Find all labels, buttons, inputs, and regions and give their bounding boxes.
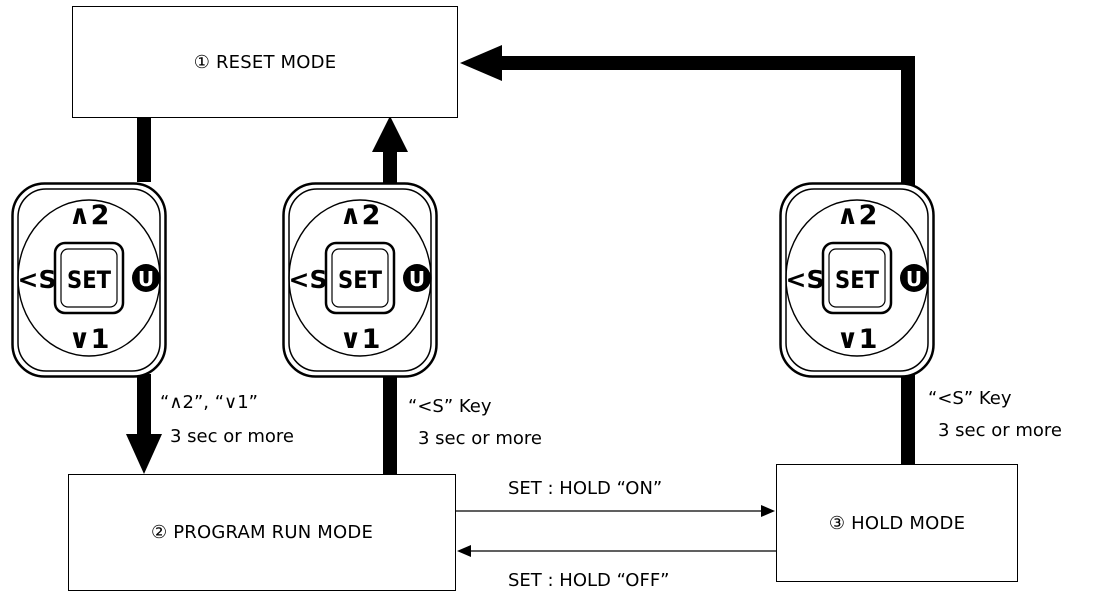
reset-to-run-arrowhead (126, 434, 162, 474)
u-key-label: U (409, 267, 425, 291)
run-to-reset-condition-line2: 3 sec or more (418, 428, 543, 449)
down-key-label[interactable]: ∨1 (340, 324, 381, 355)
hold-to-run-condition: SET : HOLD “OFF” (508, 570, 670, 591)
hold-to-reset-connector-vertical (901, 56, 915, 186)
hold-mode-label: ③ HOLD MODE (828, 512, 966, 534)
run-to-reset-condition-line1: “<S” Key (408, 396, 492, 417)
reset-to-run-connector-top (137, 116, 151, 182)
u-key[interactable] (900, 264, 928, 292)
set-key-label: SET (835, 266, 880, 294)
shift-key-label[interactable]: <S (289, 265, 328, 294)
run-to-hold-condition: SET : HOLD “ON” (508, 478, 663, 499)
keypad-run-to-reset: ∧2 ∨1 <S SET U (282, 182, 438, 378)
hold-mode-box: ③ HOLD MODE (776, 464, 1018, 582)
hold-to-reset-arrowhead (460, 45, 502, 81)
reset-mode-label: ① RESET MODE (193, 51, 337, 73)
hold-to-run-arrowhead (457, 545, 471, 557)
reset-mode-box: ① RESET MODE (72, 6, 458, 118)
up-key-label[interactable]: ∧2 (340, 200, 381, 231)
down-key-label[interactable]: ∨1 (69, 324, 110, 355)
run-to-reset-connector-top (383, 150, 397, 186)
program-run-mode-box: ② PROGRAM RUN MODE (68, 474, 456, 591)
keypad-hold-to-reset: ∧2 ∨1 <S SET U (779, 182, 935, 378)
up-key-label[interactable]: ∧2 (837, 200, 878, 231)
u-key[interactable] (403, 264, 431, 292)
run-to-hold-arrowhead (761, 505, 775, 517)
keypad-reset-to-run: ∧2 ∨1 <S SET U (11, 182, 167, 378)
set-key-label: SET (338, 266, 383, 294)
u-key-label: U (906, 267, 922, 291)
run-to-reset-arrowhead (372, 116, 408, 152)
reset-to-run-condition-line2: 3 sec or more (170, 426, 295, 447)
set-key-label: SET (67, 266, 112, 294)
reset-to-run-condition-line1: “∧2”, “∨1” (160, 392, 258, 413)
u-key-label: U (138, 267, 154, 291)
reset-to-run-connector-bottom (137, 374, 151, 436)
hold-to-reset-connector-bottom (901, 374, 915, 464)
hold-to-reset-condition-line1: “<S” Key (928, 388, 1012, 409)
up-key-label[interactable]: ∧2 (69, 200, 110, 231)
program-run-mode-label: ② PROGRAM RUN MODE (150, 522, 374, 543)
u-key[interactable] (132, 264, 160, 292)
shift-key-label[interactable]: <S (18, 265, 57, 294)
hold-to-reset-condition-line2: 3 sec or more (938, 420, 1063, 441)
hold-to-reset-connector-horizontal (500, 56, 915, 70)
run-to-reset-connector-bottom (383, 374, 397, 474)
shift-key-label[interactable]: <S (786, 265, 825, 294)
down-key-label[interactable]: ∨1 (837, 324, 878, 355)
